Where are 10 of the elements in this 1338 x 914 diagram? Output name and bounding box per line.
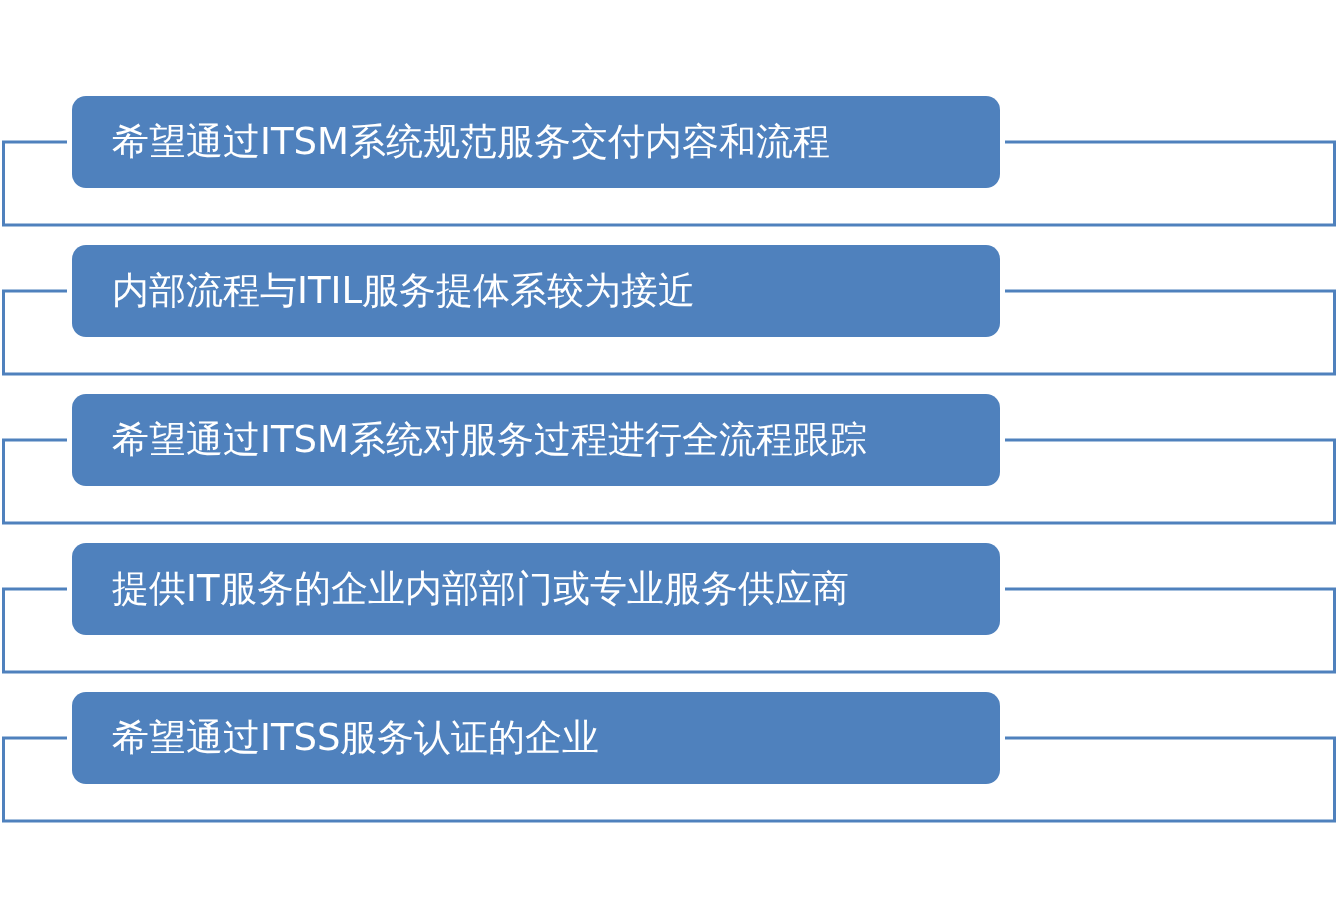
text-box — [72, 692, 1000, 784]
text-box — [72, 543, 1000, 635]
box-label: 内部流程与ITIL服务提体系较为接近 — [112, 268, 696, 314]
box-label: 希望通过ITSS服务认证的企业 — [112, 715, 600, 761]
text-box — [72, 96, 1000, 188]
text-box — [72, 394, 1000, 486]
box-label: 提供IT服务的企业内部部门或专业服务供应商 — [112, 566, 849, 612]
box-label: 希望通过ITSM系统规范服务交付内容和流程 — [112, 119, 830, 165]
text-box — [72, 245, 1000, 337]
box-label: 希望通过ITSM系统对服务过程进行全流程跟踪 — [112, 417, 867, 463]
